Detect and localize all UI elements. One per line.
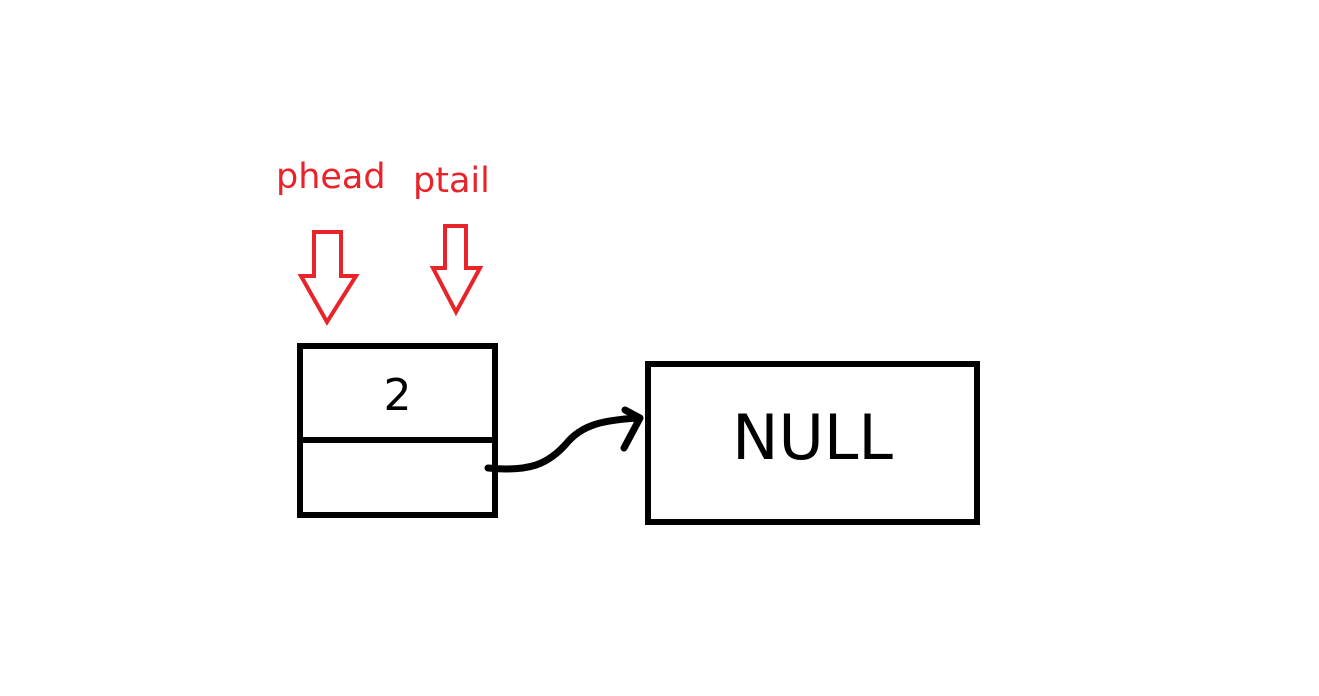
next-pointer-arrowhead-icon xyxy=(620,406,644,452)
null-node-box xyxy=(645,361,980,525)
ptail-label: ptail xyxy=(413,161,490,201)
node-value: 2 xyxy=(383,370,412,421)
ptail-arrow-icon xyxy=(429,224,484,317)
phead-label: phead xyxy=(276,157,386,197)
phead-arrow-icon xyxy=(297,230,360,326)
next-pointer-curve xyxy=(484,414,642,473)
node-box xyxy=(297,343,498,518)
null-label: NULL xyxy=(732,401,893,474)
